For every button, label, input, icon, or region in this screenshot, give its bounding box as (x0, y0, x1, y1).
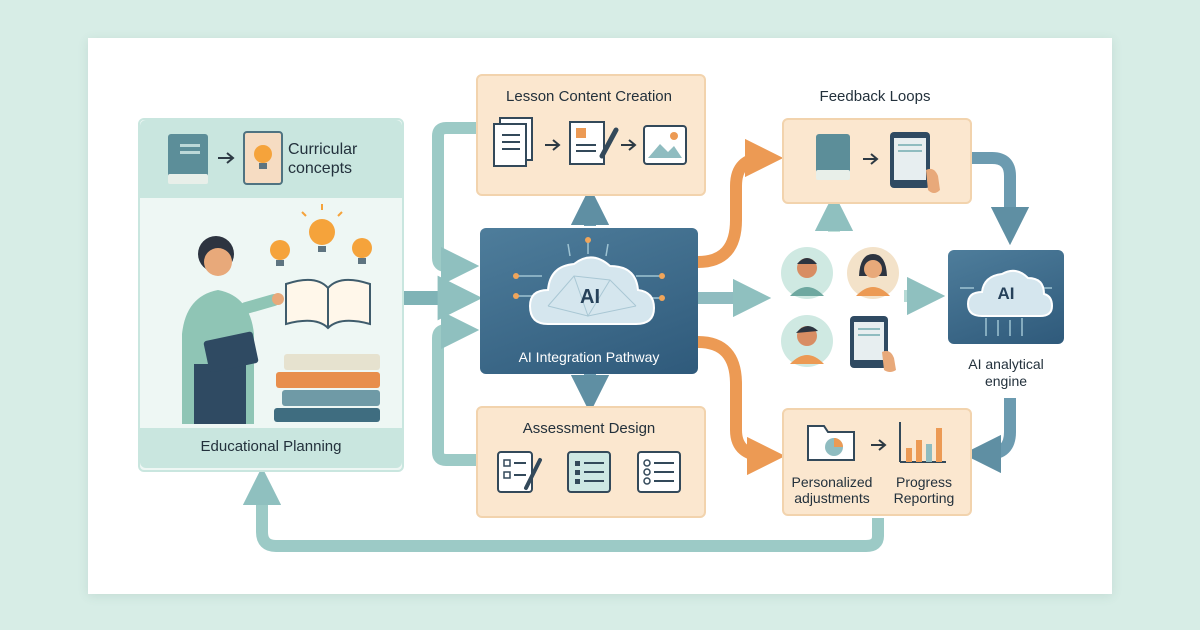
arrow-right-icon (545, 139, 561, 151)
arrow-right-icon (863, 153, 879, 165)
checklist-icon (637, 451, 681, 493)
teacher-illustration (182, 204, 380, 424)
tablet-icon (850, 316, 896, 372)
progress-reporting-label: Progress Reporting (893, 474, 955, 506)
image-icon (643, 125, 687, 165)
arrow-right-icon (621, 139, 637, 151)
arrow-right-icon (218, 152, 235, 164)
arrow-engine-to-reporting (962, 398, 1016, 474)
checklist-edit-icon (497, 451, 542, 493)
feedback-loops-box (782, 118, 972, 204)
ai-cloud-icon (513, 237, 665, 325)
ai-cloud-icon (960, 269, 1054, 336)
list-icon (567, 451, 611, 493)
arrow-lesson-loop (432, 122, 480, 286)
ai-integration-caption: AI Integration Pathway (518, 349, 660, 365)
student-avatar-icon (847, 247, 899, 299)
feedback-loops-title: Feedback Loops (819, 88, 931, 105)
arrow-ai-to-feedback (697, 138, 784, 268)
ai-engine-badge: AI (997, 284, 1015, 303)
arrow-return-loop (242, 466, 884, 552)
tablet-icon (890, 132, 940, 193)
book-icon (816, 134, 850, 180)
assessment-design-title: Assessment Design (522, 420, 656, 437)
curricular-concepts-label: Curricular concepts (288, 141, 358, 177)
arrow-feedback-to-engine (972, 152, 1030, 246)
edit-document-icon (569, 121, 619, 165)
ai-engine-caption: AI analytical engine (968, 356, 1044, 389)
document-stack-icon (493, 117, 533, 167)
personalized-adjustments-label: Personalized adjustments (791, 474, 873, 506)
ai-badge: AI (580, 286, 600, 308)
arrow-right-icon (871, 439, 887, 451)
book-icon (168, 134, 208, 184)
arrow-assessment-loop (432, 310, 480, 466)
arrow-ai-to-reporting (697, 336, 786, 476)
educational-planning-caption: Educational Planning (200, 438, 342, 455)
student-avatar-icon (781, 247, 833, 299)
lesson-content-title: Lesson Content Creation (506, 88, 672, 105)
bar-chart-icon (899, 422, 946, 463)
educational-planning-footer (140, 428, 402, 468)
folder-chart-icon (807, 425, 855, 461)
student-avatar-icon (781, 315, 833, 367)
lightbulb-card-icon (243, 131, 283, 185)
lightbulb-icon (270, 219, 372, 260)
